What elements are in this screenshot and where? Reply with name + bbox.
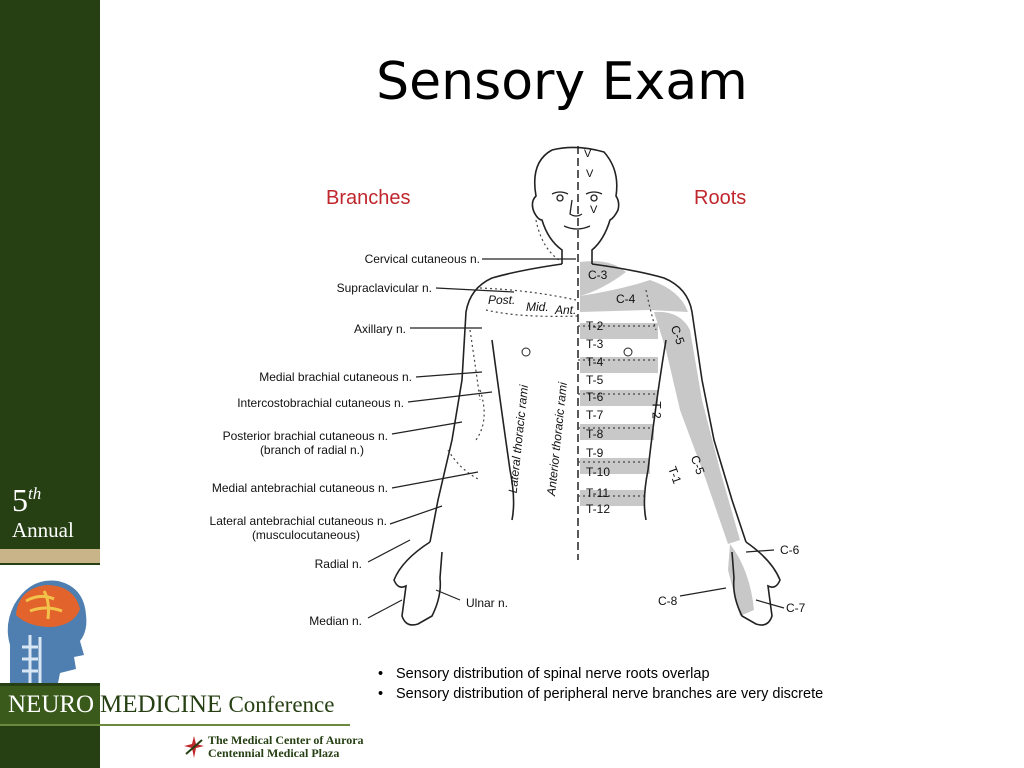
label-branch-of-radial: (branch of radial n.): [260, 443, 364, 457]
label-supraclavicular: Supraclavicular n.: [337, 281, 432, 295]
bullet-list: Sensory distribution of spinal nerve roo…: [378, 664, 823, 704]
label-median: Median n.: [309, 614, 362, 628]
root-face-v1: V: [584, 148, 591, 160]
edition-badge: 5th Annual: [12, 484, 74, 543]
bullet-branches-discrete: Sensory distribution of peripheral nerve…: [378, 684, 823, 704]
nipples: [522, 348, 632, 356]
hospital-subname: Centennial Medical Plaza: [184, 747, 364, 760]
conference-title: MEDICINE Conference: [100, 686, 334, 724]
annotation-mid: Mid.: [526, 300, 549, 314]
root-t2-arm: T-2: [650, 401, 664, 418]
root-t9: T-9: [586, 446, 603, 460]
bullet-roots-overlap: Sensory distribution of spinal nerve roo…: [378, 664, 823, 684]
conference-word: Conference: [228, 692, 334, 717]
root-t8: T-8: [586, 427, 603, 441]
root-face-v3: V: [590, 204, 597, 216]
root-t7: T-7: [586, 408, 603, 422]
label-ulnar: Ulnar n.: [466, 596, 508, 610]
edition-word: Annual: [12, 518, 74, 543]
label-lateral-antebrachial-cutaneous: Lateral antebrachial cutaneous n.: [210, 514, 387, 528]
conference-medicine: MEDICINE: [100, 691, 222, 718]
annotation-ant: Ant.: [555, 303, 576, 317]
page-title: Sensory Exam: [100, 52, 1024, 112]
sidebar-divider: [0, 549, 100, 563]
root-c6: C-6: [780, 543, 799, 557]
conference-neuro: NEURO: [8, 691, 94, 718]
brain-logo-image: [0, 565, 100, 683]
label-cervical-cutaneous: Cervical cutaneous n.: [365, 252, 480, 266]
label-posterior-brachial-cutaneous: Posterior brachial cutaneous n.: [223, 429, 388, 443]
root-t4: T-4: [586, 355, 603, 369]
label-medial-antebrachial-cutaneous: Medial antebrachial cutaneous n.: [212, 481, 388, 495]
root-t10: T-10: [586, 465, 610, 479]
dermatome-diagram: [180, 140, 820, 640]
root-c7: C-7: [786, 601, 805, 615]
label-medial-brachial-cutaneous: Medial brachial cutaneous n.: [259, 370, 412, 384]
root-t3: T-3: [586, 337, 603, 351]
root-t11: T-11: [586, 486, 609, 500]
label-axillary: Axillary n.: [354, 322, 406, 336]
label-intercostobrachial-cutaneous: Intercostobrachial cutaneous n.: [237, 396, 404, 410]
dermatome-shading: [580, 261, 754, 616]
root-t2: T-2: [586, 319, 603, 333]
root-face-v2: V: [586, 168, 593, 180]
root-c3: C-3: [588, 268, 607, 282]
label-musculocutaneous: (musculocutaneous): [252, 528, 360, 542]
root-c4: C-4: [616, 292, 635, 306]
hospital-logo: The Medical Center of Aurora Centennial …: [184, 734, 364, 760]
conference-neuro-box: NEURO: [0, 686, 100, 724]
edition-suffix: th: [28, 484, 41, 503]
root-t5: T-5: [586, 373, 603, 387]
conference-underline: [0, 724, 350, 726]
root-t6: T-6: [586, 390, 603, 404]
root-c8: C-8: [658, 594, 677, 608]
annotation-post: Post.: [488, 293, 515, 307]
root-t12: T-12: [586, 502, 610, 516]
hospital-icon: [184, 736, 204, 758]
label-radial: Radial n.: [315, 557, 362, 571]
edition-number: 5: [12, 482, 28, 518]
